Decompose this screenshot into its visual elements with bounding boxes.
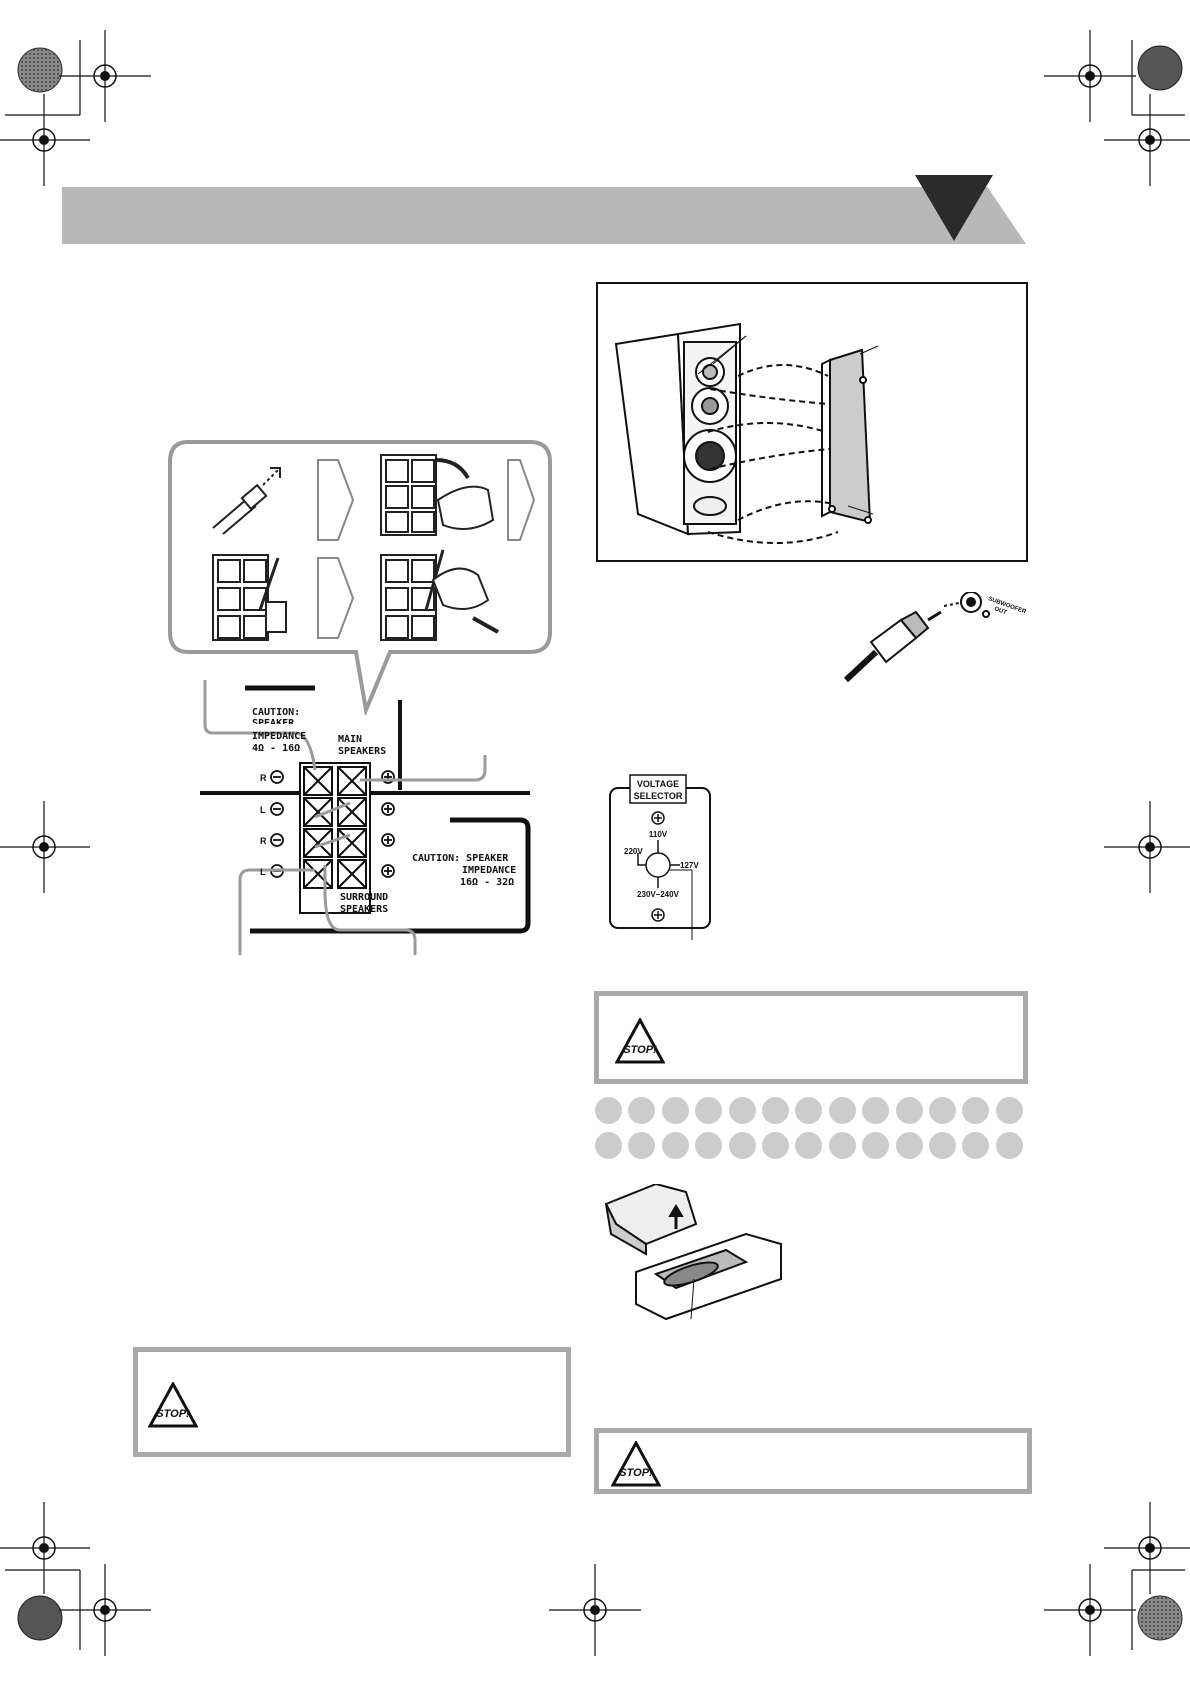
label-l-surround: L bbox=[260, 867, 266, 877]
registration-mark-bottom-right bbox=[1043, 1501, 1190, 1657]
stop-warning-icon-2: STOP! bbox=[611, 1441, 661, 1487]
main-speakers-line1: MAIN bbox=[338, 734, 362, 745]
speaker-grille-figure bbox=[596, 282, 1028, 562]
terminal-release-illustration bbox=[380, 549, 499, 641]
language-dot bbox=[962, 1097, 990, 1124]
voltage-title-line2: SELECTOR bbox=[634, 791, 683, 801]
subwoofer-label-line2: OUT bbox=[993, 606, 1007, 616]
subwoofer-plug-illustration: SUBWOOFER OUT bbox=[843, 592, 1027, 683]
language-dot bbox=[595, 1097, 622, 1124]
language-dot bbox=[929, 1132, 956, 1159]
language-dot bbox=[962, 1132, 990, 1159]
registration-mark-bottom-center bbox=[548, 1563, 642, 1657]
registration-mark-mid-left bbox=[0, 800, 91, 894]
language-dot bbox=[828, 1132, 856, 1159]
language-dot bbox=[628, 1097, 656, 1124]
speaker-cord-callout bbox=[168, 440, 552, 715]
language-dot bbox=[762, 1097, 789, 1124]
language-dot bbox=[995, 1097, 1023, 1124]
voltage-selector-illustration: VOLTAGE SELECTOR 110V 220V 127V 230V–240… bbox=[609, 774, 711, 940]
language-dot bbox=[828, 1097, 856, 1124]
language-dot bbox=[661, 1132, 689, 1159]
voltage-title-line1: VOLTAGE bbox=[637, 779, 679, 789]
stop-icon-text-2: STOP! bbox=[619, 1467, 653, 1479]
caution-surround-line2: IMPEDANCE bbox=[462, 865, 516, 876]
language-dot bbox=[661, 1097, 689, 1124]
language-dot bbox=[862, 1132, 890, 1159]
language-dot bbox=[695, 1132, 723, 1159]
caution-main-line2: SPEAKER bbox=[252, 718, 295, 729]
label-r-surround: R bbox=[260, 836, 267, 846]
cord-twist-illustration bbox=[212, 467, 281, 535]
language-dot bbox=[695, 1097, 723, 1124]
header-triangle-marker bbox=[915, 175, 993, 241]
language-dot bbox=[895, 1132, 923, 1159]
warning-box-right-bottom: STOP! bbox=[594, 1428, 1032, 1494]
remote-battery-illustration bbox=[604, 1184, 782, 1321]
language-dot bbox=[795, 1097, 823, 1124]
caution-main-line4: 4Ω - 16Ω bbox=[252, 743, 300, 754]
language-dot bbox=[895, 1097, 923, 1124]
language-dots-row-2 bbox=[595, 1132, 1035, 1159]
registration-mark-bottom-left bbox=[0, 1501, 152, 1657]
surround-speakers-line1: SURROUND bbox=[340, 892, 388, 903]
label-l-main: L bbox=[260, 805, 266, 815]
subwoofer-label-line1: SUBWOOFER bbox=[987, 596, 1027, 615]
stop-icon-text-3: STOP! bbox=[156, 1408, 190, 1420]
main-speakers-line2: SPEAKERS bbox=[338, 746, 386, 757]
language-dot bbox=[795, 1132, 823, 1159]
cord-insert-illustration bbox=[212, 554, 287, 641]
caution-surround-line1: CAUTION: SPEAKER bbox=[412, 853, 509, 864]
language-dot bbox=[995, 1132, 1023, 1159]
voltage-230-240v: 230V–240V bbox=[637, 890, 679, 899]
warning-box-left: STOP! bbox=[133, 1347, 571, 1457]
stop-icon-text: STOP! bbox=[623, 1044, 657, 1056]
caution-main-line1: CAUTION: bbox=[252, 707, 300, 718]
language-dot bbox=[762, 1132, 789, 1159]
language-dot bbox=[728, 1097, 756, 1124]
language-dot bbox=[862, 1097, 890, 1124]
warning-box-right: STOP! bbox=[594, 991, 1028, 1084]
speaker-grille-drawing bbox=[614, 322, 879, 544]
language-dot bbox=[929, 1097, 956, 1124]
voltage-127v: 127V bbox=[680, 861, 699, 870]
voltage-220v: 220V bbox=[624, 847, 643, 856]
voltage-110v: 110V bbox=[649, 830, 668, 839]
language-dots-row-1 bbox=[595, 1097, 1035, 1124]
registration-mark-top-left bbox=[0, 29, 152, 187]
registration-mark-mid-right bbox=[1103, 800, 1190, 894]
language-dot bbox=[628, 1132, 656, 1159]
language-dot bbox=[595, 1132, 622, 1159]
registration-mark-top-right bbox=[1043, 29, 1190, 187]
language-dot bbox=[728, 1132, 756, 1159]
caution-surround-line3: 16Ω - 32Ω bbox=[460, 877, 514, 888]
caution-main-line3: IMPEDANCE bbox=[252, 731, 306, 742]
label-r-main: R bbox=[260, 773, 267, 783]
speaker-terminal-panel: CAUTION: SPEAKER IMPEDANCE 4Ω - 16Ω MAIN… bbox=[200, 680, 531, 955]
stop-warning-icon: STOP! bbox=[615, 1018, 665, 1064]
stop-warning-icon-3: STOP! bbox=[148, 1382, 198, 1428]
terminal-press-illustration bbox=[380, 454, 495, 536]
surround-speakers-line2: SPEAKERS bbox=[340, 904, 388, 915]
header-band bbox=[62, 187, 1026, 244]
